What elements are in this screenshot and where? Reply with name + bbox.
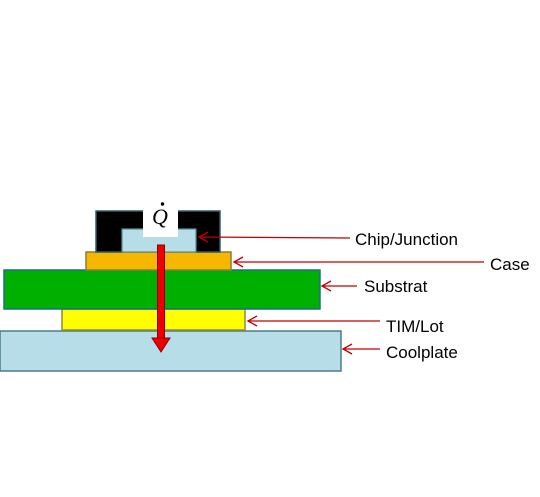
label-coolplate: Coolplate xyxy=(386,343,458,362)
coolplate-leader-arrowhead xyxy=(341,343,353,355)
label-tim-lot: TIM/Lot xyxy=(386,317,444,336)
heat-flow-symbol: Q xyxy=(152,204,168,229)
chip-junction-leader xyxy=(198,236,351,239)
heat-flow-arrow-shaft xyxy=(157,244,165,339)
tim-lot-leader-arrowhead xyxy=(246,315,258,327)
case-leader-arrowhead xyxy=(232,256,244,268)
substrat-leader-arrowhead xyxy=(320,280,332,292)
tim-layer xyxy=(61,308,246,331)
label-chip-junction: Chip/Junction xyxy=(355,230,458,249)
label-case: Case xyxy=(490,255,530,274)
coolplate-layer xyxy=(0,330,342,372)
label-substrat: Substrat xyxy=(364,277,428,296)
chip-junction-leader-arrowhead xyxy=(197,231,209,243)
heat-symbol-box xyxy=(143,199,178,237)
heat-flow-arrow-head xyxy=(151,337,171,353)
heat-flow-dot xyxy=(160,202,165,206)
